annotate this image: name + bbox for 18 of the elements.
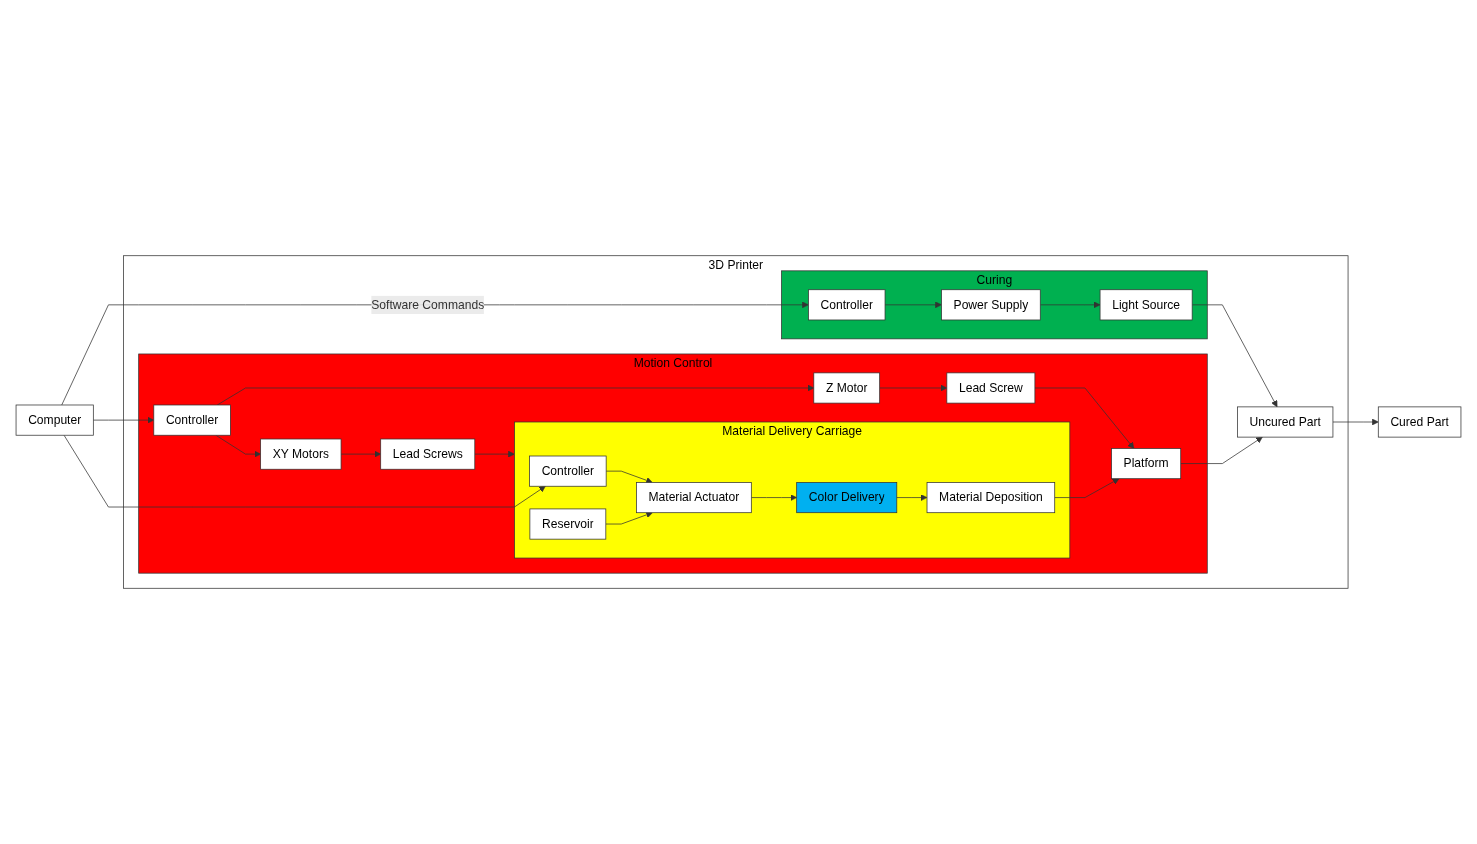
node-box: Lead Screws: [380, 438, 476, 470]
node-box: Z Motor: [813, 372, 881, 404]
edge-label: Software Commands: [371, 298, 485, 311]
node-box: Uncured Part: [1237, 406, 1334, 438]
node-box: Light Source: [1099, 289, 1193, 321]
node-box: Color Delivery: [796, 482, 898, 514]
node-box: XY Motors: [260, 438, 342, 470]
node-box: Controller: [808, 289, 886, 321]
node-box: Reservoir: [529, 508, 607, 540]
node-box: Platform: [1111, 448, 1182, 480]
node-box: Material Deposition: [926, 482, 1056, 514]
node-box: Lead Screw: [946, 372, 1036, 404]
node-box: Power Supply: [941, 289, 1041, 321]
node-box: Computer: [15, 404, 94, 436]
node-box: Material Actuator: [636, 482, 752, 514]
node-box: Cured Part: [1377, 406, 1462, 438]
node-box: Controller: [529, 455, 607, 487]
node-box: Controller: [153, 404, 231, 436]
